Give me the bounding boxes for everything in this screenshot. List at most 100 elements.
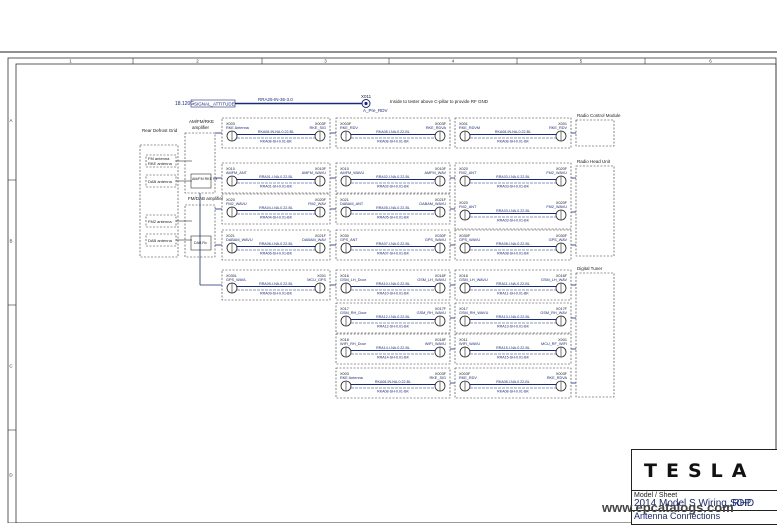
connector-id: X016 <box>340 274 349 278</box>
radio-control-module: Radio Control Module <box>575 113 621 147</box>
header-target-label: A_Pre_RDV <box>363 108 388 113</box>
group-label-rear-defrost: Rear Defrost Grid <box>142 128 178 133</box>
cable-label: RRA08-SH-0.01-BK <box>497 252 530 256</box>
connector-id: X017F <box>556 307 568 311</box>
connector-id: X003F <box>556 372 568 376</box>
group-label-radio-control: Radio Control Module <box>577 113 621 118</box>
cable-label: RKA08-SH-0.01-BK <box>377 390 409 394</box>
connector-id: X017 <box>340 307 349 311</box>
cable-label: RRA14-SH-0.01-BK <box>377 356 410 360</box>
header-source-label: 18.120G <box>175 101 194 107</box>
connector-id: X001 <box>558 122 567 126</box>
connector-label: RKE Antenna <box>340 376 364 380</box>
connector-id: X003F <box>340 122 352 126</box>
connector-label: GSM_LH_Door <box>340 278 367 282</box>
connector-label: RKE_RDVA <box>547 376 568 380</box>
connection-block: X010AMFM_WAVUX010FAMFM_WAVRRA02-I-NA-0.2… <box>335 162 451 194</box>
connector-id: X030 <box>340 234 349 238</box>
connector-id: X020 <box>226 198 235 202</box>
connector-id: X030F <box>435 234 447 238</box>
header-note: Inside to tester above C-pillar to provi… <box>390 99 489 104</box>
cable-label: RRA01-I-NA-0.22-BL <box>259 175 293 179</box>
connection-block: X001RKE_RDVMX001RKE_RDVRKA08-IN-NA-0.22-… <box>454 117 572 149</box>
connector-label: RKE_RDV <box>549 126 567 130</box>
connector-id: X021 <box>226 234 235 238</box>
column-label: 1 <box>69 59 72 64</box>
cable-label: RRA09-I-NA-0.22-BL <box>259 282 293 286</box>
cable-label: RRA11-SH-0.01-BK <box>497 292 529 296</box>
connector-id: X020 <box>459 167 468 171</box>
connector-id: X011 <box>459 338 468 342</box>
connection-block: X030FGPS_WAVUX030FGPS_WAVRRA08-I-NA-0.22… <box>454 229 572 261</box>
column-label: 3 <box>324 59 327 64</box>
cable-label: RRA12-SH-0.01-BK <box>377 325 410 329</box>
connector-label: AMFM_ANT <box>226 171 248 175</box>
row-label: D <box>9 473 13 478</box>
column-label: 2 <box>196 59 199 64</box>
connector-id: X001 <box>459 122 468 126</box>
cable-label: RKA08-I-NA-0.22-BL <box>496 380 530 384</box>
connector-label: GSM_RH_WAVU <box>459 311 489 315</box>
connector-label: AMFM_WAV <box>424 171 446 175</box>
connector-id: X010F <box>435 167 447 171</box>
connector-label: GPS_WAVU <box>425 238 446 242</box>
tesla-logo: TESLA <box>644 460 756 482</box>
cable-label: RRA07-I-NA-0.22-BL <box>376 242 410 246</box>
antenna-label-dab-2: DAB antenna <box>148 238 173 243</box>
cable-label: RKA08-SH-0.01-BK <box>260 140 292 144</box>
connector-label: GPS_ANT <box>340 238 358 242</box>
antenna-label-fm: FM antenna <box>148 156 170 161</box>
connector-label: GSM_LH_WAV <box>541 278 567 282</box>
connector-id: X010 <box>226 167 235 171</box>
connection-block: X011WIFI_WAVUX001MCU_RF_WIFIRRA15-I-NA-0… <box>454 333 572 365</box>
connector-label: WIFI_WAVU <box>425 342 446 346</box>
antenna-label-fm2: FM2 antenna <box>148 219 172 224</box>
connector-label: RKE_RDV <box>459 376 477 380</box>
connector-id: X003F <box>459 372 471 376</box>
connector-id: X003F <box>435 122 447 126</box>
amp-box-amfm: AM/FM RKE Rx <box>192 177 218 181</box>
connector-label: FM2_ANT <box>459 171 477 175</box>
cable-label: RRA04-SH-0.01-BK <box>260 216 293 220</box>
column-label: 6 <box>709 59 712 64</box>
connector-label: WIFI_WAVU <box>459 342 480 346</box>
connector-label: RKE_RDVA <box>426 126 447 130</box>
header-source-box: SIGNAL_ATTITUDE <box>194 102 235 107</box>
connector-id: X021 <box>340 198 349 202</box>
connector-label: RKE_SIG <box>430 376 447 380</box>
cable-label: RRA15-SH-0.01-BK <box>497 356 530 360</box>
connector-label: FM2_WAVU <box>546 205 567 209</box>
connector-label: GSM_LH_WAVU <box>417 278 446 282</box>
connector-id: X001 <box>317 274 326 278</box>
cable-label: RRA01-SH-0.01-BK <box>260 185 293 189</box>
header-cable-label: RRA25-IN-36-3.0 <box>258 97 293 102</box>
watermark: www.epcatalogs.com <box>602 500 734 515</box>
cable-label: RRA12-I-NA-0.22-BL <box>376 315 410 319</box>
connector-label: FM2_WAVU <box>546 171 567 175</box>
connector-label: RKE_SIG <box>310 126 327 130</box>
connector-id: X017F <box>435 307 447 311</box>
cable-label: RRA03-SH-0.01-BK <box>497 219 530 223</box>
column-label: 5 <box>580 59 583 64</box>
cable-label: RRA11-I-NA-0.22-BL <box>496 282 530 286</box>
row-label: C <box>9 364 13 369</box>
antenna-label-rke: RKE antenna <box>148 161 173 166</box>
connector-label: RKE_RDVM <box>459 126 480 130</box>
title-field-label: Model / Sheet <box>634 492 678 499</box>
connector-id: X018F <box>435 338 447 342</box>
connector-label: DABAM_ANT <box>340 202 364 206</box>
cable-label: RKA08-SH-0.01-BK <box>497 140 529 144</box>
cable-label: RRA10-I-NA-0.22-BL <box>376 282 410 286</box>
connection-block: X003FRKE_RDVX003FRKE_RDVARKA08-I-NA-0.22… <box>335 117 451 149</box>
connector-label: DABAM_WAV <box>302 238 326 242</box>
connector-id: X016 <box>459 274 468 278</box>
connector-id: X018 <box>340 338 349 342</box>
header-signal: 18.120G SIGNAL_ATTITUDE RRA25-IN-36-3.0 … <box>175 94 489 113</box>
cable-label: RRA10-SH-0.01-BK <box>377 292 410 296</box>
connector-id: X003 <box>226 122 235 126</box>
connector-id: X021F <box>435 198 447 202</box>
title-status: SOP <box>730 498 752 509</box>
